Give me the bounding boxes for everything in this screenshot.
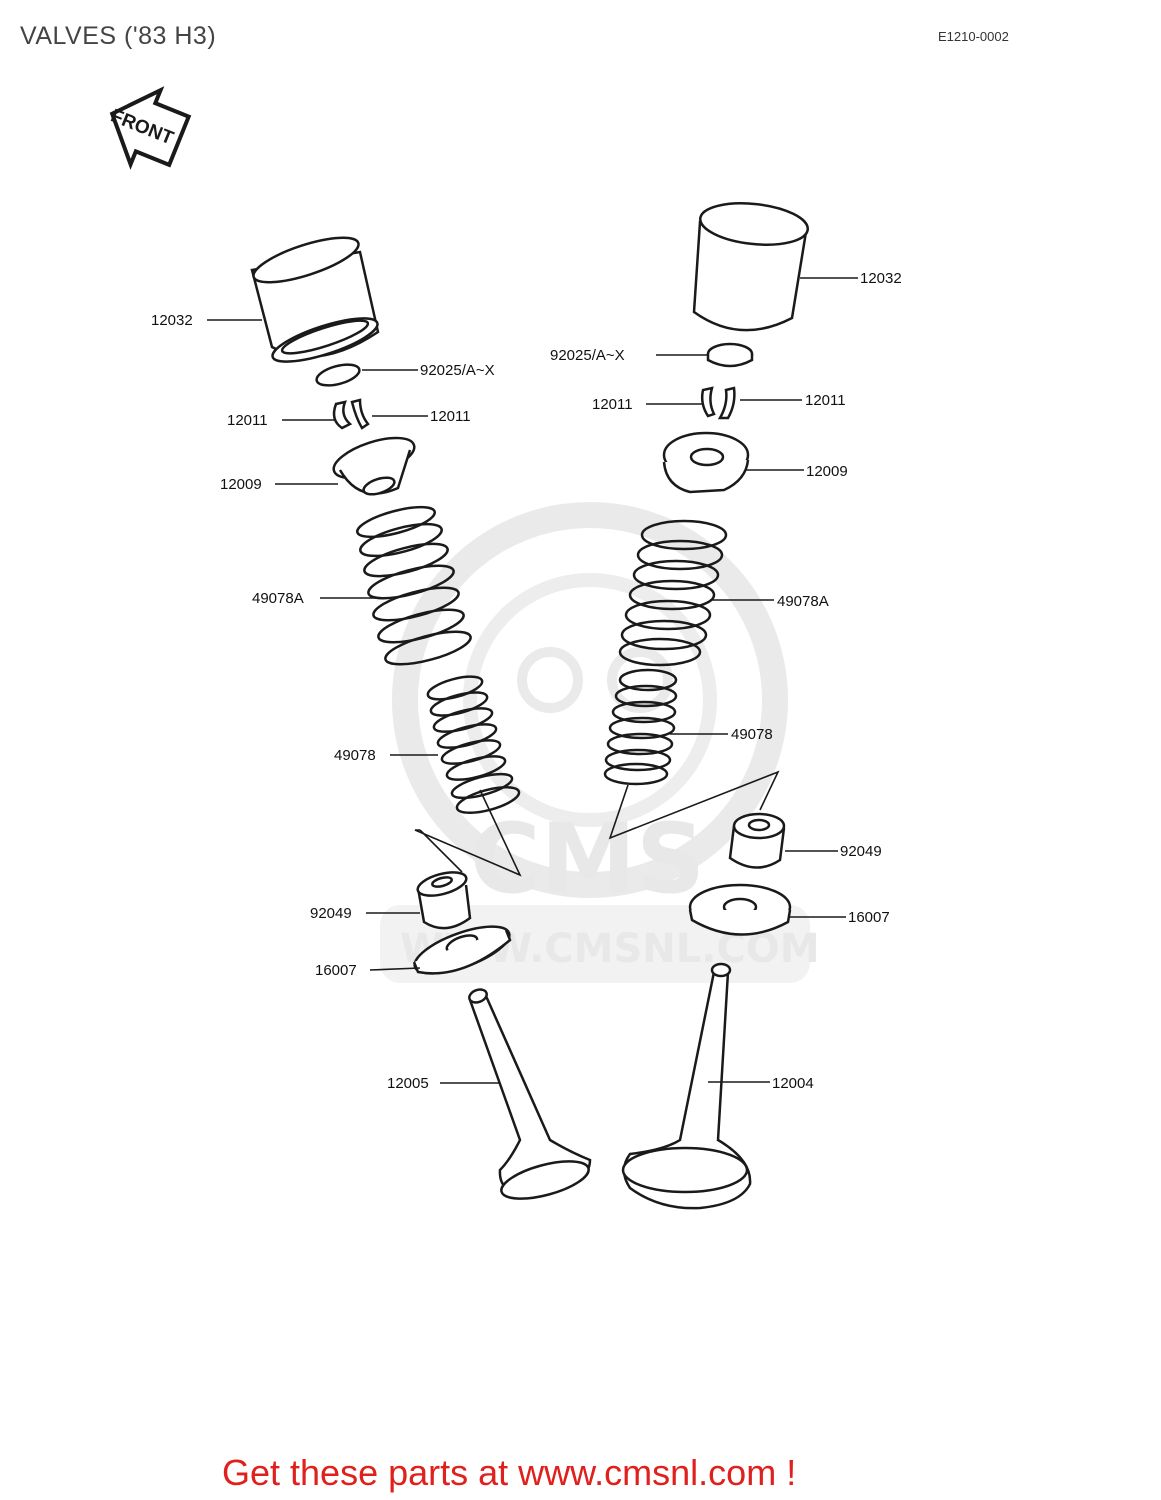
inner-spring-right <box>603 668 678 786</box>
outer-spring-left <box>356 505 472 666</box>
part-label-92049-right: 92049 <box>840 843 882 860</box>
inner-spring-left <box>426 675 521 814</box>
part-label-49078-right: 49078 <box>731 726 773 743</box>
part-label-92049-left: 92049 <box>310 905 352 922</box>
retainer-right <box>662 431 750 494</box>
valve-12005 <box>468 988 592 1200</box>
part-label-12011-right-b: 12011 <box>805 392 846 409</box>
valve-12004 <box>621 962 752 1210</box>
tappet-left <box>250 236 380 363</box>
footer-link-text[interactable]: Get these parts at www.cmsnl.com ! <box>222 1452 797 1493</box>
part-label-12032-right: 12032 <box>860 270 902 287</box>
part-label-49078-left: 49078 <box>334 747 376 764</box>
part-label-12011-right-a: 12011 <box>592 396 633 413</box>
cotters-right <box>700 386 736 420</box>
page-title: VALVES ('83 H3) <box>20 22 217 50</box>
watermark-logo-text: CMS <box>470 803 705 915</box>
shim-right <box>706 342 754 368</box>
stem-seal-left <box>416 871 472 930</box>
part-label-12004: 12004 <box>772 1075 814 1092</box>
diagram-code: E1210-0002 <box>938 29 1009 44</box>
part-label-16007-right: 16007 <box>848 909 890 926</box>
part-label-12011-left-b: 12011 <box>430 408 471 425</box>
tappet-right <box>692 202 809 332</box>
part-label-92025-left: 92025/A~X <box>420 362 495 379</box>
part-label-49078A-right: 49078A <box>777 593 829 610</box>
front-arrow-icon: FRONT <box>108 86 192 170</box>
part-label-12005: 12005 <box>387 1075 429 1092</box>
part-label-16007-left: 16007 <box>315 962 357 979</box>
spring-seat-left <box>412 925 512 975</box>
outer-spring-right <box>618 519 728 667</box>
part-label-12009-right: 12009 <box>806 463 848 480</box>
watermark: CMS WWW.CMSNL.COM <box>380 502 820 983</box>
retainer-left <box>332 436 416 496</box>
exploded-parts-diagram: CMS WWW.CMSNL.COM FRONT <box>108 86 902 1210</box>
part-label-49078A-left: 49078A <box>252 590 304 607</box>
leader-lines <box>207 277 858 1084</box>
part-label-92025-right: 92025/A~X <box>550 347 625 364</box>
part-label-12009-left: 12009 <box>220 476 262 493</box>
cotters-left <box>332 398 370 430</box>
part-label-12011-left-a: 12011 <box>227 412 268 429</box>
spring-seat-right <box>688 883 792 936</box>
stem-seal-right <box>728 812 786 869</box>
shim-left <box>315 363 361 387</box>
part-label-12032-left: 12032 <box>151 312 193 329</box>
